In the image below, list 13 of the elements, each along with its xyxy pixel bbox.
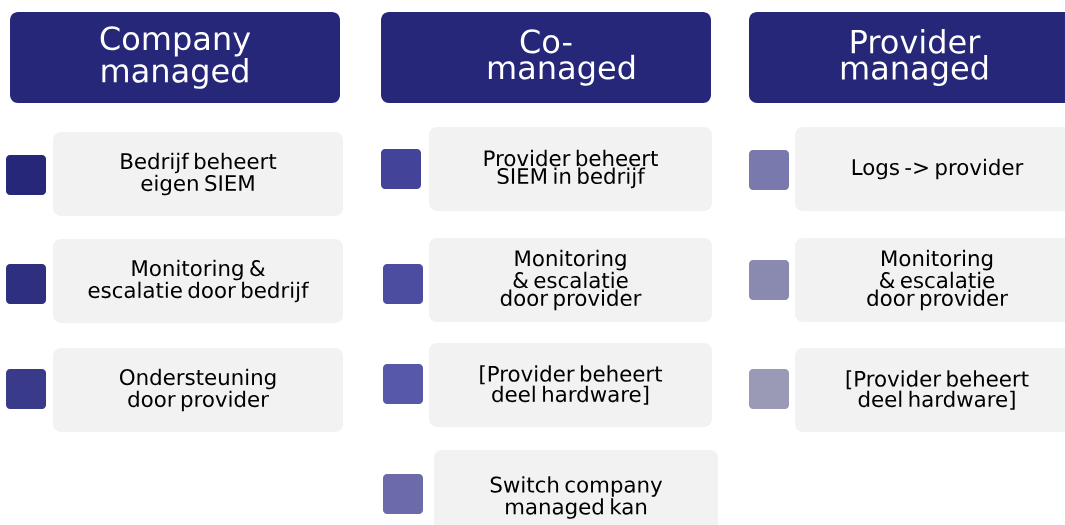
item-box: Monitoring & escalatie door bedrijf — [53, 239, 343, 323]
item-box: Provider beheert SIEM in bedrijf — [429, 127, 712, 211]
column-header: Provider managed — [749, 12, 1065, 103]
column-header: Co-managed — [381, 12, 711, 103]
item-box: Logs -> provider — [795, 127, 1065, 211]
item-box: Monitoring & escalatie door provider — [795, 238, 1065, 322]
item-box: Ondersteuning door provider — [53, 348, 343, 432]
item-box: Switch company managed kan — [434, 450, 718, 525]
item-box: [Provider beheert deel hardware] — [795, 348, 1065, 432]
item-box: Monitoring & escalatie door provider — [429, 238, 712, 322]
column-header: Company managed — [10, 12, 340, 103]
item-box: Bedrijf beheert eigen SIEM — [53, 132, 343, 216]
item-box: [Provider beheert deel hardware] — [429, 343, 712, 427]
